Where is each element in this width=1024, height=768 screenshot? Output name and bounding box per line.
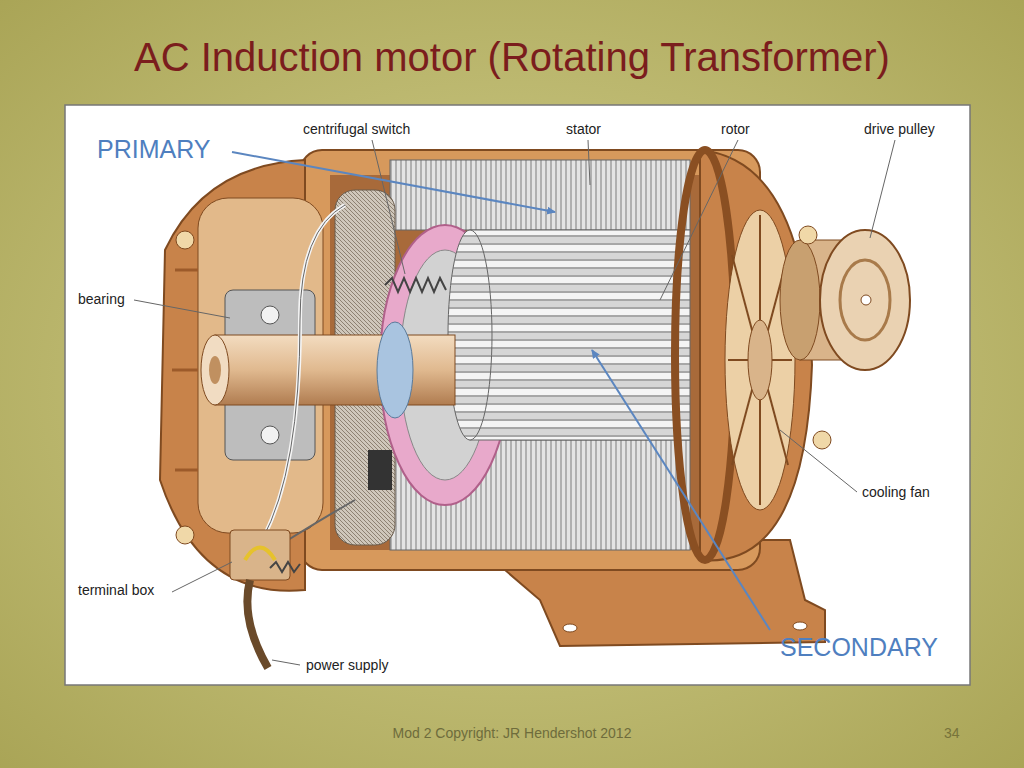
callout-label: PRIMARY [97, 135, 210, 164]
part-label: terminal box [78, 582, 154, 598]
slide-title: AC Induction motor (Rotating Transformer… [0, 34, 1024, 80]
part-label: centrifugal switch [303, 121, 410, 137]
part-label: stator [566, 121, 601, 137]
part-label: drive pulley [864, 121, 935, 137]
footer-note: Mod 2 Copyright: JR Hendershot 2012 [262, 725, 762, 741]
part-label: power supply [306, 657, 389, 673]
part-label: cooling fan [862, 484, 930, 500]
part-label: bearing [78, 291, 125, 307]
part-label: rotor [721, 121, 750, 137]
page-number: 34 [944, 725, 960, 741]
callout-label: SECONDARY [780, 633, 938, 662]
